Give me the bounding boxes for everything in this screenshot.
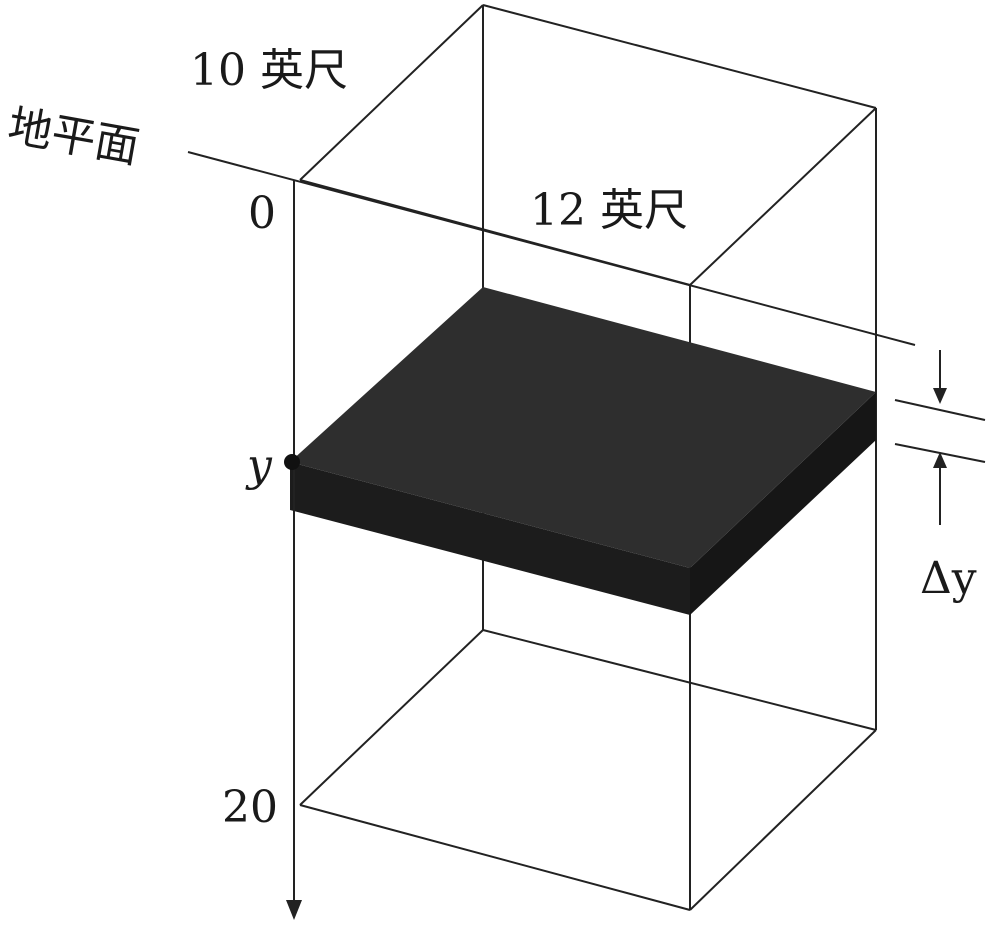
slab-top: [290, 287, 876, 568]
arrow-up-icon: [933, 452, 947, 468]
slice-depth-label: y: [245, 440, 273, 491]
slab-side-right: [690, 392, 876, 615]
length-label: 12 英尺: [530, 185, 688, 236]
slice-thickness-label: Δy: [920, 553, 977, 604]
width-label: 10 英尺: [190, 45, 348, 96]
depth-zero-label: 0: [248, 188, 276, 239]
thickness-indicator: [894, 350, 986, 525]
slice-depth-point: [284, 454, 300, 470]
depth-axis: [284, 180, 302, 920]
slice-slab: [290, 287, 876, 615]
ground-level-line: [187, 151, 916, 346]
slab-side-front: [290, 462, 690, 615]
depth-bottom-label: 20: [222, 782, 278, 833]
axis-arrow-down-icon: [286, 900, 302, 920]
arrow-down-icon: [933, 388, 947, 404]
ground-label: 地平面: [4, 101, 143, 174]
